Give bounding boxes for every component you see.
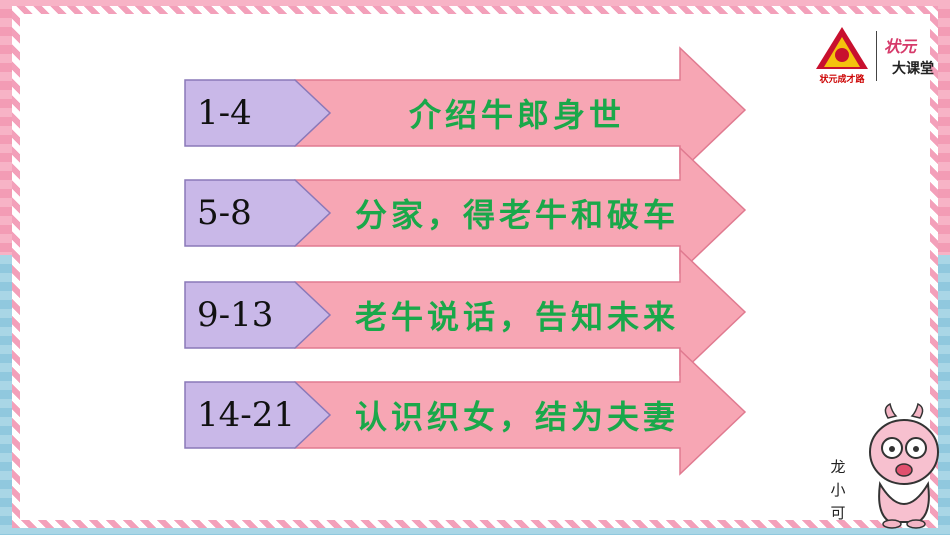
logo-right-bottom-text: 大课堂 bbox=[892, 61, 934, 77]
row-3: 9-13 老牛说话，告知未来 bbox=[184, 248, 750, 376]
mascot-dragon-icon bbox=[869, 402, 939, 529]
row-4: 14-21 认识织女，结为夫妻 bbox=[184, 348, 750, 476]
row-3-arrow-graphic bbox=[184, 248, 747, 376]
row-2-arrow-graphic bbox=[184, 146, 747, 274]
row-4-text: 认识织女，结为夫妻 bbox=[354, 398, 679, 436]
row-1-range: 1-4 bbox=[197, 93, 252, 133]
row-2: 5-8 分家，得老牛和破车 bbox=[184, 146, 750, 274]
row-3-range: 9-13 bbox=[197, 295, 274, 335]
row-2-range: 5-8 bbox=[197, 193, 252, 233]
row-1: 1-4 介绍牛郎身世 bbox=[184, 46, 750, 174]
logo-divider bbox=[876, 31, 877, 81]
logo-emblem-icon bbox=[816, 27, 868, 69]
mascot-label-char-3: 可 bbox=[830, 504, 846, 522]
row-1-arrow-graphic bbox=[184, 46, 747, 174]
logo-left-text: 状元成才路 bbox=[819, 75, 865, 85]
mascot-label-char-2: 小 bbox=[830, 481, 846, 499]
logo-right-top-text: 状元 bbox=[884, 37, 917, 56]
brand-logo: 状元成才路 状元 大课堂 bbox=[812, 25, 937, 87]
row-2-text: 分家，得老牛和破车 bbox=[354, 196, 679, 234]
row-4-range: 14-21 bbox=[197, 395, 296, 435]
mascot-label-char-1: 龙 bbox=[830, 458, 846, 476]
mascot-label: 龙 小 可 bbox=[826, 456, 850, 525]
row-4-arrow-graphic bbox=[184, 348, 747, 476]
row-3-text: 老牛说话，告知未来 bbox=[354, 298, 679, 336]
row-1-text: 介绍牛郎身世 bbox=[408, 96, 625, 134]
